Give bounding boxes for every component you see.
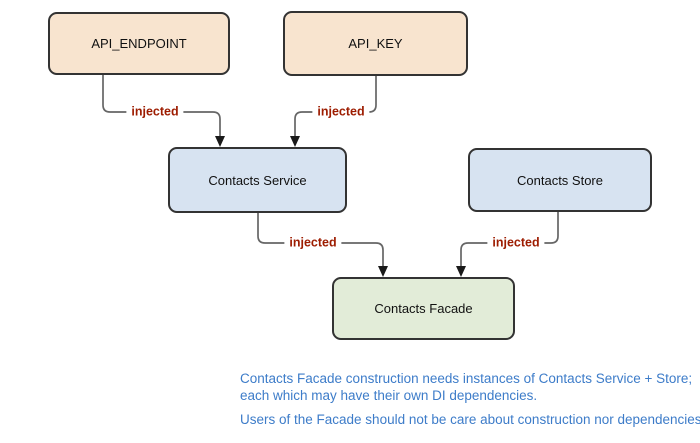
node-contacts-service-label: Contacts Service bbox=[208, 172, 307, 188]
arrowhead-api-key-to-service bbox=[290, 136, 300, 147]
edge-label-injected-1: injected bbox=[126, 104, 184, 120]
node-contacts-store-label: Contacts Store bbox=[517, 172, 603, 188]
note-line-2: each which may have their own DI depende… bbox=[240, 388, 538, 403]
node-contacts-facade-label: Contacts Facade bbox=[374, 301, 473, 316]
node-contacts-facade: Contacts Facade bbox=[332, 277, 515, 340]
note-line-3: Users of the Facade should not be care a… bbox=[240, 412, 700, 427]
arrowhead-service-to-facade bbox=[378, 266, 388, 277]
node-contacts-service: Contacts Service bbox=[168, 147, 347, 213]
edge-label-injected-3: injected bbox=[284, 235, 342, 251]
diagram-notes: Contacts Facade construction needs insta… bbox=[240, 370, 700, 428]
node-contacts-store: Contacts Store bbox=[468, 148, 652, 212]
edge-label-injected-4: injected bbox=[487, 235, 545, 251]
node-api-endpoint: API_ENDPOINT bbox=[48, 12, 230, 75]
node-api-endpoint-label: API_ENDPOINT bbox=[91, 36, 187, 51]
arrowhead-api-endpoint-to-service bbox=[215, 136, 225, 147]
node-api-key: API_KEY bbox=[283, 11, 468, 76]
arrowhead-store-to-facade bbox=[456, 266, 466, 277]
note-line-1: Contacts Facade construction needs insta… bbox=[240, 371, 693, 386]
node-api-key-label: API_KEY bbox=[348, 36, 403, 51]
edge-label-injected-2: injected bbox=[312, 104, 370, 120]
